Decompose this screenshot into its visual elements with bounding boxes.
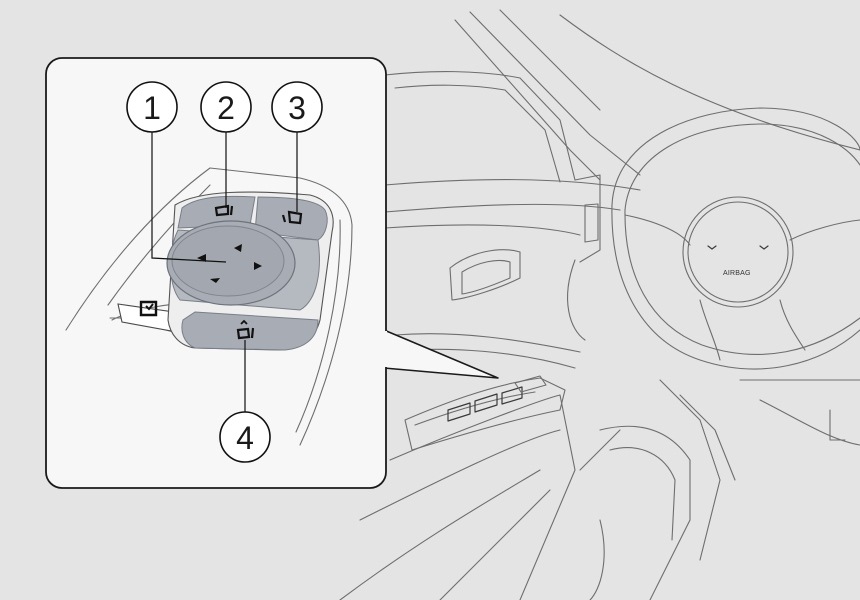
callout-4-label: 4	[236, 420, 254, 456]
mirror-adjust-joystick[interactable]	[166, 220, 296, 306]
airbag-label: AIRBAG	[723, 270, 751, 277]
callout-1-label: 1	[143, 90, 161, 126]
car-interior-lineart: AIRBAG	[339, 9, 860, 600]
window-lock-icon	[139, 300, 158, 317]
callout-2: 2	[200, 81, 252, 133]
joystick-right-arrow-icon	[254, 262, 262, 270]
mirror-fold-button[interactable]	[181, 311, 319, 351]
inset-detail-panel: 1 2 3 4	[45, 57, 387, 489]
left-mirror-icon	[214, 204, 234, 217]
joystick-up-arrow-icon	[234, 244, 242, 252]
callout-3-label: 3	[288, 90, 306, 126]
callout-1: 1	[126, 81, 178, 133]
right-mirror-select-button[interactable]	[254, 196, 328, 241]
callout-3: 3	[271, 81, 323, 133]
callout-4: 4	[219, 411, 271, 463]
joystick-down-arrow-icon	[210, 278, 220, 283]
joystick-left-arrow-icon	[197, 254, 206, 262]
mirror-fold-icon	[236, 319, 255, 340]
callout-pointer	[383, 329, 499, 379]
right-mirror-icon	[281, 210, 303, 225]
leader-lines	[151, 132, 298, 412]
callout-2-label: 2	[217, 90, 235, 126]
